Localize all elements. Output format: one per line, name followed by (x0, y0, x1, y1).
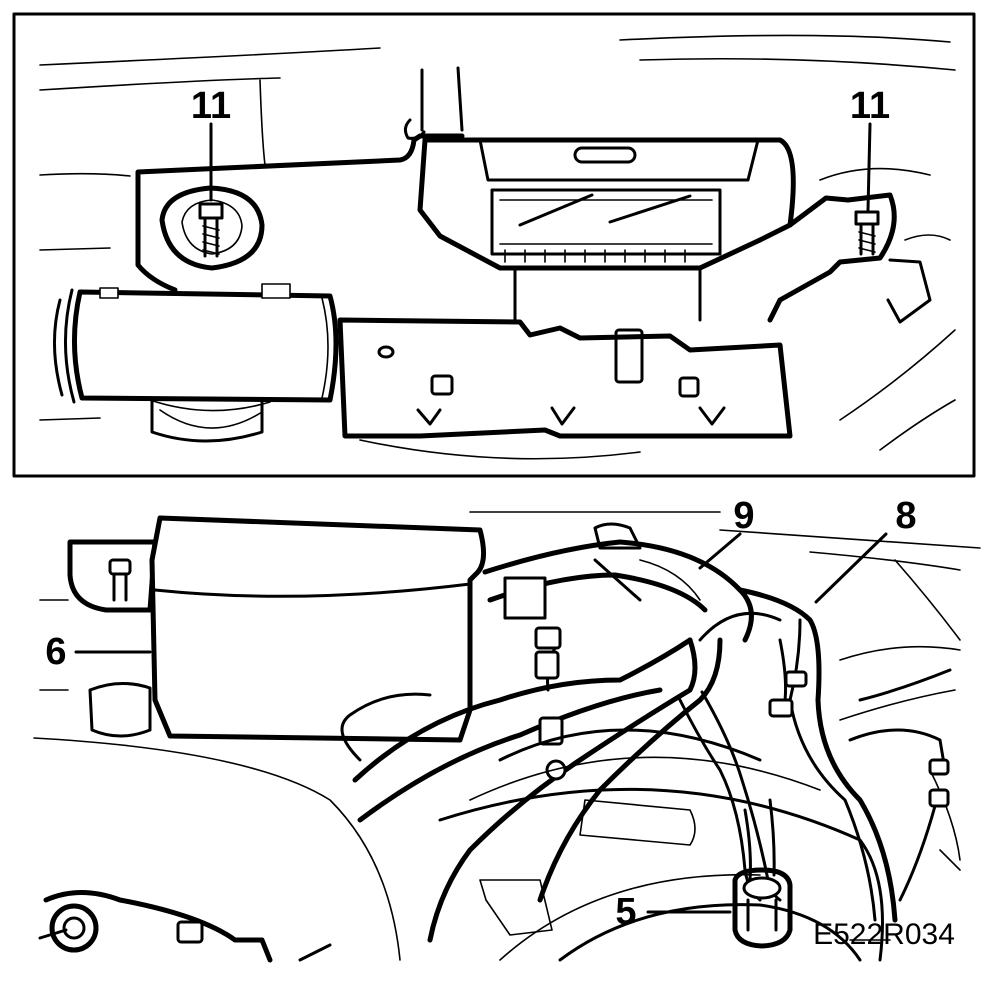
main-right-fittings (839, 668, 956, 902)
callout-11-right-leader (866, 122, 872, 212)
inset-left-boss (159, 185, 265, 271)
main-pipe (737, 587, 898, 923)
main-callouts: 6 9 8 5 (45, 495, 916, 933)
callout-11-right: 11 (850, 85, 890, 127)
main-fitting (732, 798, 793, 949)
main-hose (482, 522, 754, 643)
inset-view: 11 11 (12, 12, 976, 478)
main-booster (438, 728, 884, 962)
main-connectors (534, 626, 567, 781)
inset-left-bracket (135, 133, 465, 293)
callout-6: 6 (45, 631, 66, 673)
main-bottom-left-fixture (38, 890, 332, 963)
inset-intake-tube (53, 283, 339, 443)
callout-8: 8 (895, 495, 916, 537)
main-control-unit (149, 515, 486, 743)
callout-5: 5 (615, 891, 636, 933)
callout-11-left: 11 (191, 85, 231, 127)
inset-callouts: 11 11 (191, 85, 890, 212)
main-left-bracket (67, 539, 158, 613)
bolt-icon (854, 210, 880, 256)
main-background (33, 511, 981, 961)
inset-support-plate (337, 317, 793, 439)
bolt-icon (108, 558, 132, 602)
callout-8-leader (814, 532, 888, 604)
inset-control-unit (417, 137, 796, 322)
bolt-icon (198, 202, 224, 258)
figure-id: E522R034 (813, 918, 955, 951)
callout-9-leader (698, 532, 742, 570)
inset-plate-details (377, 328, 726, 426)
main-left-mount (88, 682, 152, 738)
main-view: 6 9 8 5 E522R034 (33, 495, 981, 963)
inset-background (39, 34, 956, 460)
callout-9: 9 (733, 495, 754, 537)
inset-right-bracket (767, 192, 951, 324)
